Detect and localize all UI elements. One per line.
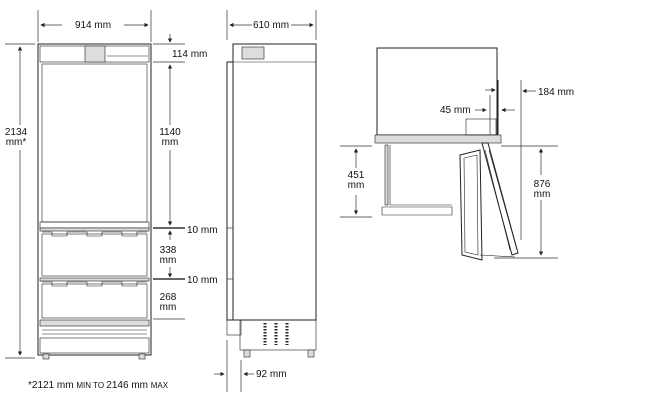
- height-dimension-unit: mm*: [6, 137, 27, 148]
- height-dimension-value: 2134: [5, 127, 28, 138]
- door-swing-dimension-value: 876: [534, 179, 551, 190]
- gap-1-dimension: 10 mm: [187, 225, 218, 236]
- depth-dimension: 610 mm: [253, 20, 289, 31]
- drawer-1-dimension-unit: mm: [160, 255, 177, 266]
- top-grille-dimension: 114 mm: [172, 49, 207, 60]
- width-dimension: 914 mm: [75, 20, 111, 31]
- height-range-footnote: *2121 mm MIN TO 2146 mm MAX: [28, 380, 169, 391]
- door-swing-dimension-unit: mm: [534, 189, 551, 200]
- side-view: 610 mm 92 mm: [214, 10, 317, 392]
- hinge-offset-dimension: 45 mm: [440, 105, 471, 116]
- door-offset-dimension: 92 mm: [256, 369, 287, 380]
- front-view: 914 mm 2134 mm* 114 mm 1140 mm 1: [5, 10, 218, 360]
- drawer-extension-dimension-unit: mm: [348, 180, 365, 191]
- top-view: 184 mm 45 mm 451 mm 876 mm: [340, 47, 574, 261]
- drawer-2-dimension-unit: mm: [160, 302, 177, 313]
- upper-door-dimension-value: 1140: [159, 127, 181, 138]
- drawer-2-dimension-value: 268: [160, 292, 177, 303]
- drawer-extension-dimension-value: 451: [348, 170, 365, 181]
- drawer-1-dimension-value: 338: [160, 245, 177, 256]
- upper-door-dimension-unit: mm: [162, 137, 179, 148]
- gap-2-dimension: 10 mm: [187, 275, 218, 286]
- door-clearance-dimension: 184 mm: [538, 87, 574, 98]
